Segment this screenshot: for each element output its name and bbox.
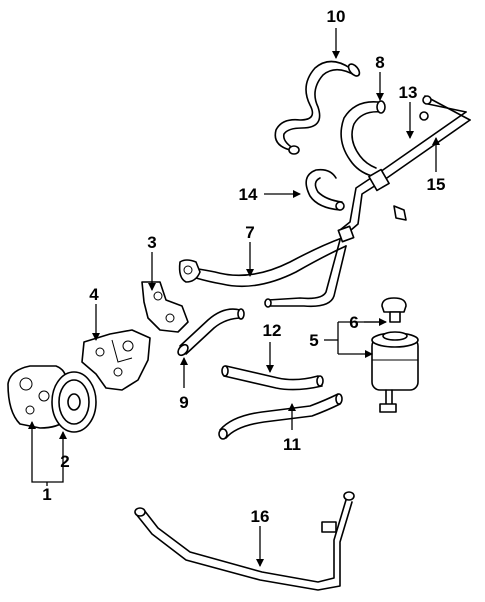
callout-8: 8 (375, 53, 384, 72)
callout-1: 1 (42, 485, 51, 504)
return-pipe (134, 491, 355, 591)
hose-8 (340, 100, 386, 177)
callout-13: 13 (399, 83, 418, 102)
hose-9 (177, 308, 245, 357)
callout-16: 16 (251, 507, 270, 526)
hose-12 (221, 365, 324, 391)
callout-9: 9 (179, 393, 188, 412)
callout-10: 10 (327, 7, 346, 26)
callout-14: 14 (239, 185, 258, 204)
callout-15: 15 (427, 175, 446, 194)
reservoir (371, 297, 419, 413)
return-hose-upper (274, 60, 361, 155)
callout-2: 2 (60, 452, 69, 471)
hose-14 (305, 168, 345, 211)
pressure-hose (178, 225, 355, 308)
leader-lines (28, 28, 440, 567)
callout-11: 11 (283, 435, 301, 454)
callout-labels: 1 2 3 4 5 6 7 8 9 10 11 12 13 14 15 16 (42, 7, 445, 526)
callout-7: 7 (245, 223, 254, 242)
hose-11 (218, 393, 343, 440)
callout-3: 3 (147, 233, 156, 252)
bracket-4 (81, 329, 151, 391)
cooler-tube (339, 95, 471, 237)
callout-6: 6 (349, 313, 358, 332)
callout-5: 5 (309, 331, 318, 350)
power-steering-pump (7, 365, 97, 433)
callout-4: 4 (89, 285, 99, 304)
bracket-3 (141, 281, 189, 333)
callout-12: 12 (263, 321, 282, 340)
